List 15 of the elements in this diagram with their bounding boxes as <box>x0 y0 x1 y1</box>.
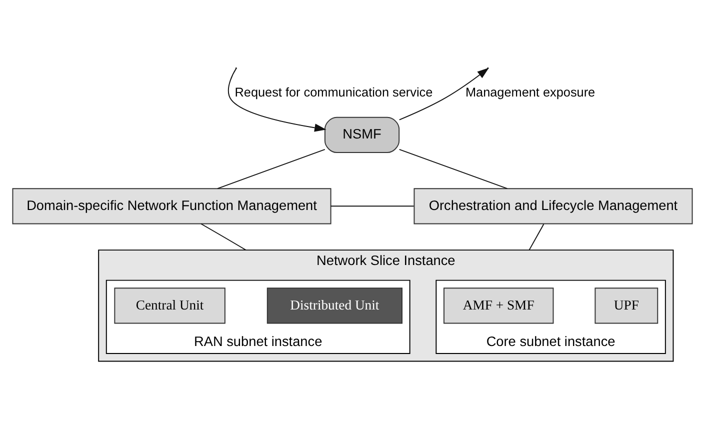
node-box: UPF <box>594 288 658 324</box>
node-box: Central Unit <box>114 288 226 324</box>
arrow <box>228 68 326 132</box>
node-box: Distributed Unit <box>266 288 402 324</box>
connector <box>200 223 246 251</box>
connector <box>398 148 508 190</box>
node-box: Domain-specific Network Function Management <box>12 188 332 224</box>
connector <box>330 206 414 207</box>
connector <box>217 148 326 190</box>
edge-label: Management exposure <box>465 85 596 100</box>
node-box: AMF + SMF <box>443 288 554 324</box>
node-box: NSMF <box>324 116 400 153</box>
edge-label: Request for communication service <box>234 85 433 100</box>
connector <box>528 224 544 251</box>
node-box: Orchestration and Lifecycle Management <box>414 188 693 224</box>
